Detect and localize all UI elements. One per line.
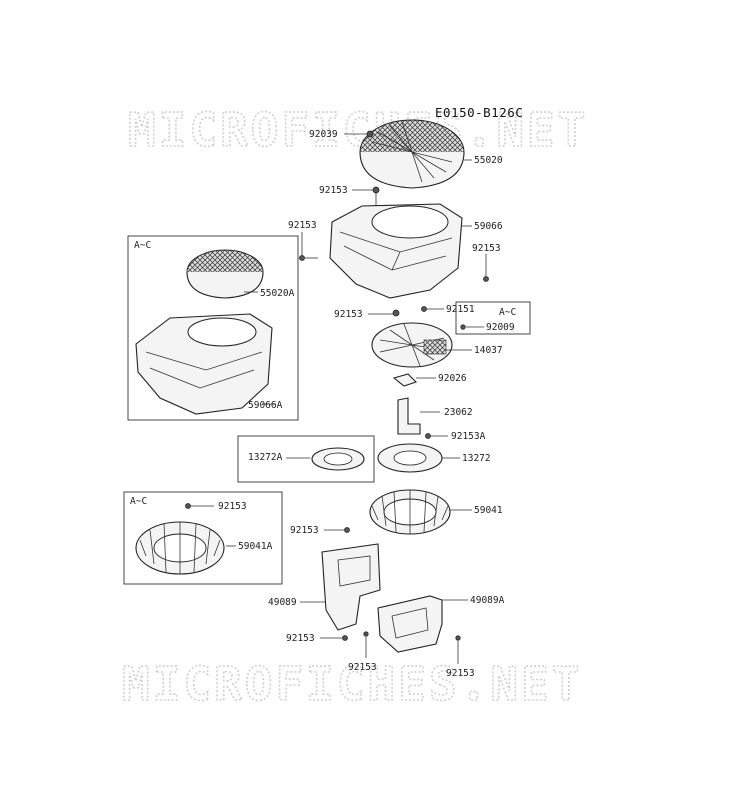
- label-92151: 92151: [446, 304, 475, 315]
- label-92039: 92039: [309, 129, 338, 140]
- label-14037: 14037: [474, 345, 503, 356]
- group-label-59041A: A~C: [130, 496, 147, 507]
- label-92153-right: 92153: [472, 243, 501, 254]
- bolt-92153-left: [299, 255, 305, 261]
- label-59066A: 59066A: [248, 400, 283, 411]
- label-92026: 92026: [438, 373, 467, 384]
- part-55020-grille: [359, 119, 465, 189]
- box-59041A: [123, 491, 283, 585]
- part-92026-bracket: [392, 373, 418, 387]
- label-59041A: 59041A: [238, 541, 273, 552]
- bolt-92153-top: [372, 186, 380, 194]
- label-59066: 59066: [474, 221, 503, 232]
- label-92153-left: 92153: [288, 220, 317, 231]
- label-49089: 49089: [268, 597, 297, 608]
- part-13272A-plate: [311, 447, 365, 471]
- diagram-code: E0150-B126C: [435, 105, 523, 120]
- bolt-92153-box: [185, 503, 191, 509]
- label-92153-box: 92153: [218, 501, 247, 512]
- watermark-top: MICROFICHES.NET: [128, 103, 588, 157]
- label-59041: 59041: [474, 505, 503, 516]
- part-59041A-flywheel: [135, 521, 225, 575]
- part-59041-flywheel: [369, 489, 451, 535]
- bolt-92153-bc: [363, 631, 369, 637]
- part-59066A-housing: [135, 313, 273, 415]
- label-92153-mid: 92153: [334, 309, 363, 320]
- part-13272-plate: [377, 443, 443, 473]
- label-92153-top: 92153: [319, 185, 348, 196]
- screw-92039: [366, 130, 374, 138]
- label-92153A: 92153A: [451, 431, 486, 442]
- watermark-bottom: MICROFICHES.NET: [122, 657, 582, 711]
- box-13272A: [237, 435, 375, 483]
- group-label-92009: A~C: [499, 307, 516, 318]
- label-92153-bl: 92153: [286, 633, 315, 644]
- label-92009: 92009: [486, 322, 515, 333]
- bolt-92153-right: [483, 276, 489, 282]
- part-55020A-grille: [186, 249, 264, 299]
- label-13272: 13272: [462, 453, 491, 464]
- part-23062-bracket: [397, 397, 421, 435]
- part-49089-plate: [321, 543, 381, 631]
- box-92009: [455, 301, 531, 335]
- label-92153-plate: 92153: [290, 525, 319, 536]
- box-55020A-59066A: [127, 235, 299, 421]
- bolt-92153-plate: [344, 527, 350, 533]
- label-55020A: 55020A: [260, 288, 295, 299]
- part-14037-fan: [371, 322, 453, 368]
- bolt-92151: [421, 306, 427, 312]
- nut-92153-mid: [392, 309, 400, 317]
- label-23062: 23062: [444, 407, 473, 418]
- label-49089A: 49089A: [470, 595, 505, 606]
- bolt-92153-br: [455, 635, 461, 641]
- bolt-92153-bl: [342, 635, 348, 641]
- part-49089A-plate: [377, 595, 443, 653]
- group-label-55020A: A~C: [134, 240, 151, 251]
- bolt-92153A: [425, 433, 431, 439]
- part-59066-housing: [329, 203, 463, 299]
- label-13272A: 13272A: [248, 452, 283, 463]
- bolt-92009: [460, 324, 466, 330]
- label-55020: 55020: [474, 155, 503, 166]
- label-92153-br: 92153: [446, 668, 475, 679]
- label-92153-bc: 92153: [348, 662, 377, 673]
